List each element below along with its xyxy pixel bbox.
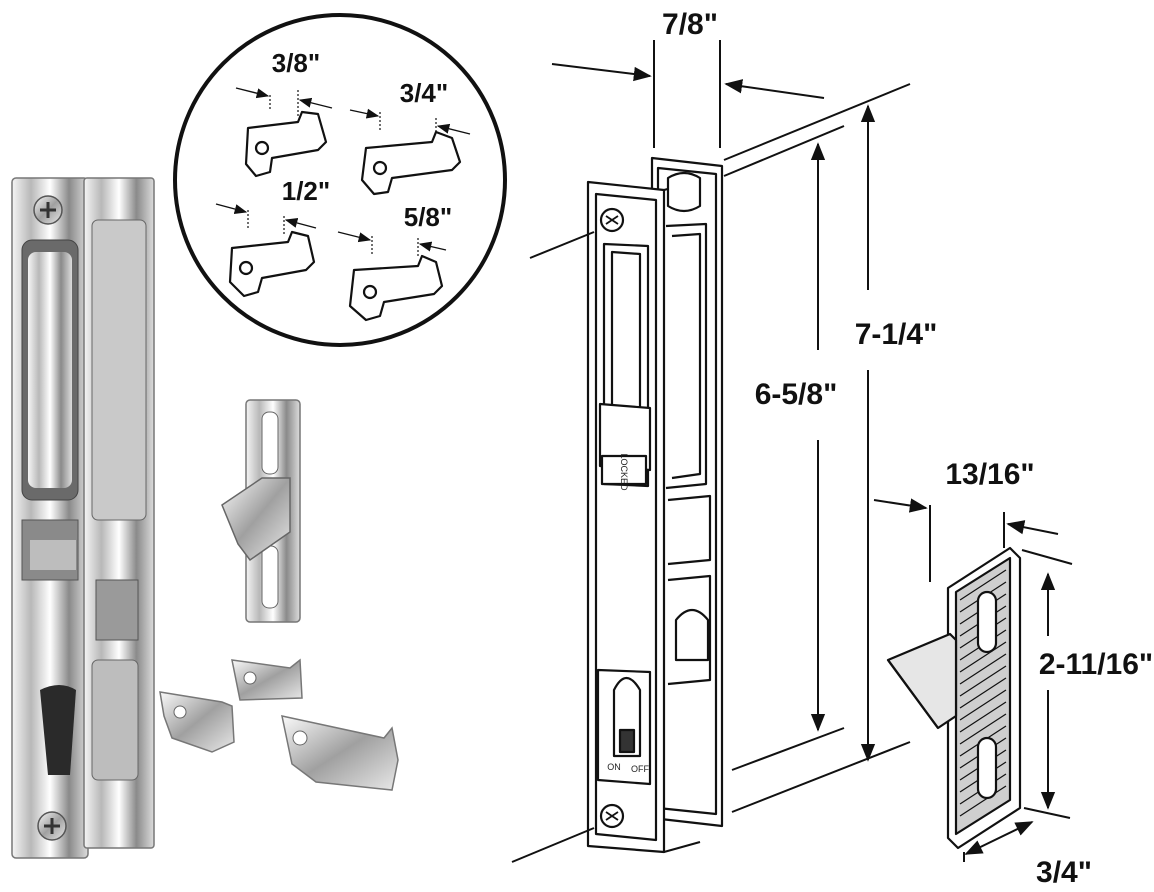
- shim-1-2: [228, 230, 316, 298]
- chrome-handle-photo: [11, 177, 155, 859]
- dim-keeper-depth: 3/4": [1036, 856, 1092, 889]
- dim-hole-spacing: 6-5/8": [755, 378, 838, 411]
- locked-label: LOCKED: [619, 453, 629, 491]
- shim-5-8: [348, 254, 444, 322]
- shim-label-5-8: 5/8": [404, 202, 452, 232]
- shim-3-8: [244, 110, 328, 178]
- chrome-keeper-photo: [221, 399, 301, 623]
- dim-handle-width: 7/8": [662, 8, 718, 41]
- dim-overall-height: 7-1/4": [855, 318, 938, 351]
- keeper-dimension-lines: [873, 498, 1073, 862]
- shim-3-4: [360, 130, 462, 196]
- switch-off-label: OFF: [631, 764, 649, 774]
- handle-line-drawing: [586, 156, 724, 854]
- shim-label-3-4: 3/4": [400, 78, 448, 108]
- shim-label-3-8: 3/8": [272, 48, 320, 78]
- chrome-shim-photos: [159, 658, 399, 791]
- handle-dimension-lines: [511, 40, 911, 863]
- dim-keeper-height: 2-11/16": [1039, 648, 1153, 681]
- switch-on-label: ON: [607, 762, 621, 772]
- keeper-line-drawing: [886, 546, 1022, 850]
- shim-label-1-2: 1/2": [282, 176, 330, 206]
- dim-keeper-width: 13/16": [945, 458, 1034, 491]
- shim-inset-circle: 3/8" 3/4" 1/2" 5/8": [173, 13, 507, 347]
